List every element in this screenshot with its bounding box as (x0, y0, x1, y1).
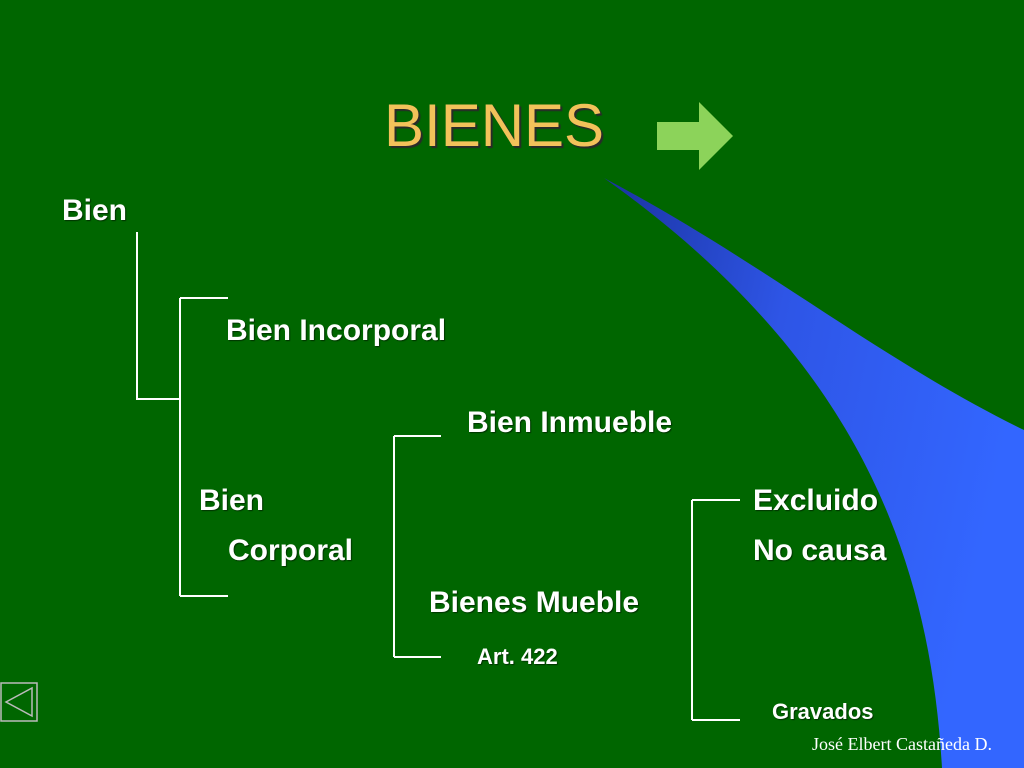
label-art-422: Art. 422 (477, 644, 558, 669)
back-triangle-icon[interactable] (0, 682, 40, 724)
slide-title: BIENES (384, 92, 605, 159)
label-excluido: Excluido (753, 484, 879, 517)
author-footer: José Elbert Castañeda D. (812, 734, 992, 754)
label-bien-corporal-line2: Corporal (228, 534, 354, 567)
label-bienes-mueble: Bienes Mueble (429, 586, 640, 619)
label-no-causa: No causa (753, 534, 887, 567)
right-arrow-icon (657, 102, 733, 170)
label-bien-corporal-line1: Bien (199, 484, 265, 517)
label-bien-incorporal: Bien Incorporal (226, 314, 447, 347)
label-bien-inmueble: Bien Inmueble (467, 406, 673, 439)
label-gravados: Gravados (772, 699, 874, 724)
label-bien: Bien (62, 194, 128, 227)
